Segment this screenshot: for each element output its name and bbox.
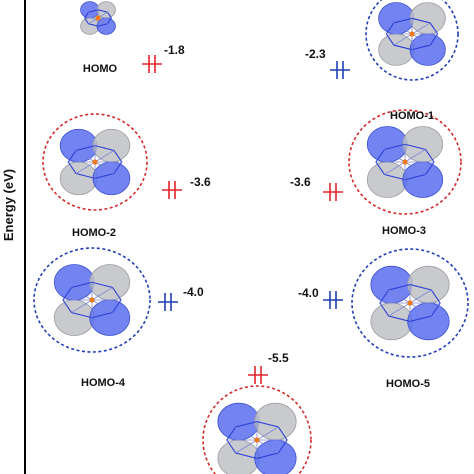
orbital-lobe bbox=[402, 126, 444, 163]
orbital-lobe bbox=[407, 265, 450, 304]
cluster-bond bbox=[75, 161, 96, 174]
cluster-bond bbox=[94, 150, 115, 163]
orbital-label-homo-3: HOMO-3 bbox=[382, 225, 426, 237]
spin-pair-homo-6 bbox=[248, 366, 268, 384]
spin-pair-homo-4 bbox=[158, 293, 178, 311]
spin-pair-homo-5 bbox=[323, 291, 343, 309]
cluster-bond bbox=[393, 22, 413, 35]
spin-pair-homo-1 bbox=[330, 61, 350, 79]
cluster-bond bbox=[91, 287, 113, 301]
energy-axis-label: Energy (eV) bbox=[1, 169, 16, 241]
orbital-lobe bbox=[92, 161, 131, 196]
energy-value-homo-4: -4.0 bbox=[183, 285, 204, 299]
orbital-lobe bbox=[370, 265, 413, 304]
cluster-bond bbox=[393, 33, 413, 46]
energy-value-homo-3: -3.6 bbox=[290, 175, 311, 189]
center-atom bbox=[409, 31, 415, 37]
cluster-bond bbox=[409, 289, 432, 304]
energy-value-homo-5: -4.0 bbox=[298, 286, 319, 300]
cluster-bond bbox=[75, 150, 96, 163]
orbital-lobe bbox=[254, 402, 297, 441]
energy-value-homo: -1.8 bbox=[164, 43, 185, 57]
cluster-bond bbox=[388, 302, 411, 317]
dashed-ring bbox=[348, 109, 462, 215]
orbital-lobe bbox=[53, 299, 95, 336]
cluster-bond bbox=[404, 161, 426, 175]
orbital-lobe bbox=[53, 264, 95, 301]
orbital-label-homo: HOMO bbox=[83, 63, 118, 75]
orbital-label-homo-4: HOMO-4 bbox=[81, 377, 126, 389]
cluster-bond bbox=[94, 161, 115, 174]
cluster-bond bbox=[235, 426, 258, 441]
orbital-label-homo-2: HOMO-2 bbox=[72, 227, 116, 239]
cluster-bond bbox=[411, 33, 431, 46]
orbital-lobe bbox=[366, 161, 408, 198]
center-atom bbox=[407, 300, 413, 306]
orbital-lobe bbox=[409, 2, 446, 35]
orbital-lobe bbox=[366, 126, 408, 163]
orbital-lobe bbox=[409, 33, 446, 66]
orbital-homo-3 bbox=[348, 109, 462, 215]
cluster-bond bbox=[409, 302, 432, 317]
orbital-lobe bbox=[378, 2, 415, 35]
center-atom bbox=[254, 437, 260, 443]
center-atom bbox=[89, 297, 95, 303]
orbital-lobe bbox=[59, 128, 98, 163]
orbital-homo bbox=[80, 1, 116, 35]
cluster-bond bbox=[91, 299, 113, 313]
energy-value-homo-1: -2.3 bbox=[305, 47, 326, 61]
orbital-lobe bbox=[59, 161, 98, 196]
orbital-homo-4 bbox=[33, 247, 151, 353]
dashed-ring bbox=[202, 385, 312, 474]
spin-pair-homo-3 bbox=[323, 183, 343, 201]
orbital-lobe bbox=[370, 302, 413, 341]
orbital-lobe bbox=[378, 33, 415, 66]
cluster-bond bbox=[71, 287, 93, 301]
center-atom bbox=[92, 159, 98, 165]
cluster-bond bbox=[256, 439, 279, 454]
orbital-lobe bbox=[89, 264, 131, 301]
cluster-bond bbox=[384, 161, 406, 175]
orbital-label-homo-5: HOMO-5 bbox=[386, 378, 430, 390]
orbital-homo-1 bbox=[365, 0, 459, 81]
center-atom bbox=[402, 159, 408, 165]
dashed-ring bbox=[365, 0, 459, 81]
orbital-homo-5 bbox=[351, 248, 469, 358]
cluster-bond bbox=[404, 149, 426, 163]
cluster-bond bbox=[71, 299, 93, 313]
spin-pair-homo bbox=[142, 55, 162, 73]
dashed-ring bbox=[33, 247, 151, 353]
orbital-label-homo-1: HOMO-1 bbox=[390, 110, 434, 122]
cluster-bond bbox=[388, 289, 411, 304]
energy-value-homo-6: -5.5 bbox=[268, 351, 289, 365]
dashed-ring bbox=[351, 248, 469, 358]
orbital-lobe bbox=[402, 161, 444, 198]
spin-pair-homo-2 bbox=[162, 181, 182, 199]
cluster-bond bbox=[384, 149, 406, 163]
cluster-bond bbox=[256, 426, 279, 441]
center-atom bbox=[95, 15, 101, 21]
energy-value-homo-2: -3.6 bbox=[190, 175, 211, 189]
dashed-ring bbox=[42, 113, 148, 211]
cluster-bond bbox=[411, 22, 431, 35]
orbital-homo-6 bbox=[202, 385, 312, 474]
orbital-lobe bbox=[92, 128, 131, 163]
orbital-lobe bbox=[217, 402, 260, 441]
orbital-lobe bbox=[407, 302, 450, 341]
orbital-lobe bbox=[89, 299, 131, 336]
orbital-homo-2 bbox=[42, 113, 148, 211]
cluster-bond bbox=[235, 439, 258, 454]
